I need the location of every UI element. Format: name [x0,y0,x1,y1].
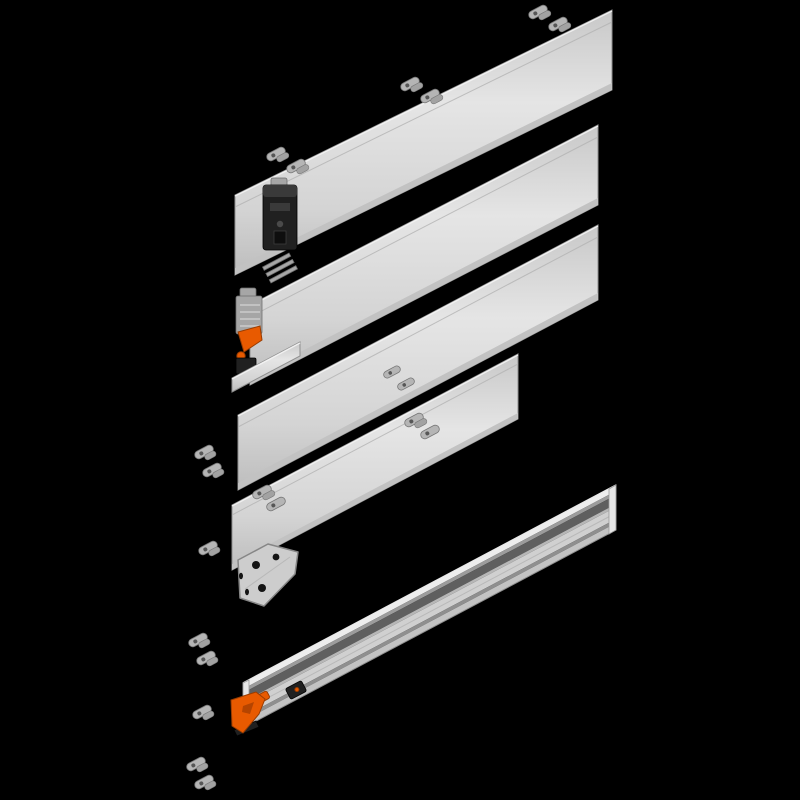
screw-unit [252,484,276,501]
wall-clip-set-4 [192,704,215,721]
panel-fold-line [234,21,613,208]
screw-unit [528,4,552,21]
screw-unit [286,158,310,175]
wall-clip-set-1 [194,444,225,479]
inner-side-panel [249,124,599,386]
corner-bracket [237,543,299,607]
bracket-slot [245,588,249,596]
bracket-hole [252,561,260,569]
rail-groove [243,491,616,693]
wall-clip [194,444,217,461]
cabinet-runner-rail [242,484,617,729]
wall-clip [192,704,215,721]
panel-face [234,9,613,276]
bracket-hole [258,584,266,592]
wall-clip-set-3 [188,632,219,667]
panel-top-edge [237,225,599,417]
panel-top-edge [231,354,519,507]
screw-set-rear-1 [404,412,440,440]
wall-clip [194,774,217,791]
panel-face [231,353,519,571]
bracket-slot [239,572,243,580]
screw-set-top-1 [528,4,572,33]
panel-bottom-flange [238,293,598,490]
rail-top-flange [243,485,616,689]
connector-slot [270,203,290,211]
screw-set-mid [383,365,415,391]
bracket-plate [237,543,299,607]
lever-notch [242,702,254,714]
rail-lip [243,504,616,705]
wall-clip [198,540,221,557]
rail-shadow-groove [243,519,616,721]
front-profile-assembly [231,287,301,393]
screw-unit [383,365,401,379]
panel-bottom-flange [250,198,598,385]
panel-face [237,224,599,491]
panel-fold-line [231,363,519,516]
screw-unit [548,16,572,33]
panel-bottom-flange [235,83,612,275]
rail-channel [243,495,616,702]
rear-wall-panel [231,353,519,571]
profile-rail-foot [231,341,301,393]
screw-unit [420,424,440,440]
runner-clip-dark [285,680,307,700]
screw-unit [404,412,428,429]
connector-hole [276,220,284,228]
bracket-hole [272,553,280,561]
rail-right-end-cap [608,484,617,535]
connector-window [273,230,287,245]
back-panel [237,224,599,491]
wall-clip-set-2 [198,540,221,557]
wall-clip-set-5 [186,756,217,791]
screw-set-top-2 [400,76,444,105]
panel-fold-line [249,136,599,318]
connector-cap [263,185,297,197]
rail-top-edge [242,484,617,684]
screw-unit [397,377,415,391]
screw-unit [266,146,290,163]
wall-clip [196,650,219,667]
screw-unit [400,76,424,93]
panel-fold-line [237,236,599,428]
screw-unit [420,88,444,105]
front-connector [262,177,298,251]
screw-set-top-3 [266,146,310,175]
panel-bottom-flange [232,413,518,570]
panel-top-edge [249,125,599,307]
runner-lock-lever [230,690,270,737]
wall-clip [186,756,209,773]
rail-bottom-flange [243,523,616,728]
screw-unit [266,496,286,512]
connector-ribs [261,252,299,284]
wall-clip [202,462,225,479]
screw-set-rear-2 [252,484,286,512]
wall-clip [188,632,211,649]
